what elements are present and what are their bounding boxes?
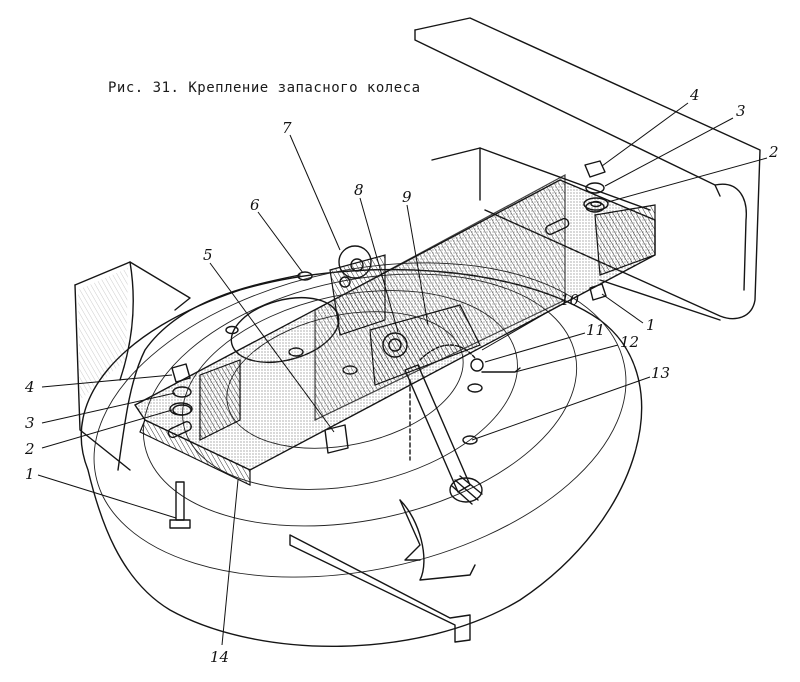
callout-labels: 4 3 2 1 7 8 9 6 5 10 11 12 13 4 3 2 1 14 (24, 86, 779, 666)
clamp-plate (369, 304, 481, 386)
hinge-block (329, 245, 386, 336)
figure-caption: Рис. 31. Крепление запасного колеса (108, 80, 421, 96)
wheel-stud-hole (225, 325, 239, 335)
callout-6: 6 (250, 196, 260, 214)
body-left-bracket (74, 261, 191, 471)
support-rod (289, 499, 476, 643)
callout-14: 14 (210, 648, 229, 666)
callout-12: 12 (620, 333, 639, 351)
body-crossmember (414, 17, 761, 321)
callout-8: 8 (354, 181, 364, 199)
callout-7: 7 (282, 119, 292, 137)
callout-10: 10 (560, 291, 580, 309)
callout-2-left: 2 (24, 440, 35, 458)
callout-9: 9 (402, 188, 412, 206)
callout-5: 5 (203, 246, 213, 264)
callout-13: 13 (651, 364, 670, 382)
callout-1-right: 1 (646, 316, 656, 334)
callout-1-left: 1 (25, 465, 35, 483)
callout-2-top: 2 (768, 143, 779, 161)
callout-3-left: 3 (25, 414, 35, 432)
leader-lines (37, 102, 768, 646)
wheel-stud-hole (462, 435, 478, 445)
fastener-set-left (169, 363, 349, 529)
fastener-set-right (583, 160, 609, 301)
wheel-wrench (404, 364, 483, 505)
callout-11: 11 (586, 321, 605, 339)
wheel-stud-hole (467, 383, 483, 393)
callout-4-left: 4 (24, 378, 35, 396)
callout-4-top: 4 (689, 86, 700, 104)
callout-3-top: 3 (736, 102, 746, 120)
